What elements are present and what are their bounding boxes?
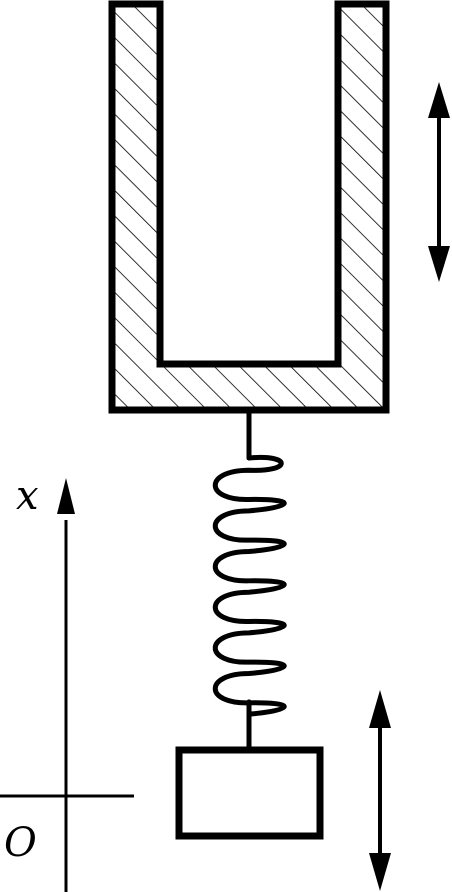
x-axis: x [16, 473, 75, 892]
holder-walls [108, 0, 390, 414]
block [175, 746, 324, 840]
block-motion-arrow [369, 690, 391, 891]
x-axis-arrowhead [57, 478, 75, 514]
origin-marker: O [0, 794, 134, 866]
spring [213, 407, 287, 753]
holder-motion-arrow [428, 82, 450, 282]
u-shaped-holder [108, 0, 390, 414]
spring-coil [213, 454, 287, 717]
x-axis-label: x [16, 473, 39, 519]
origin-label: O [4, 820, 37, 866]
